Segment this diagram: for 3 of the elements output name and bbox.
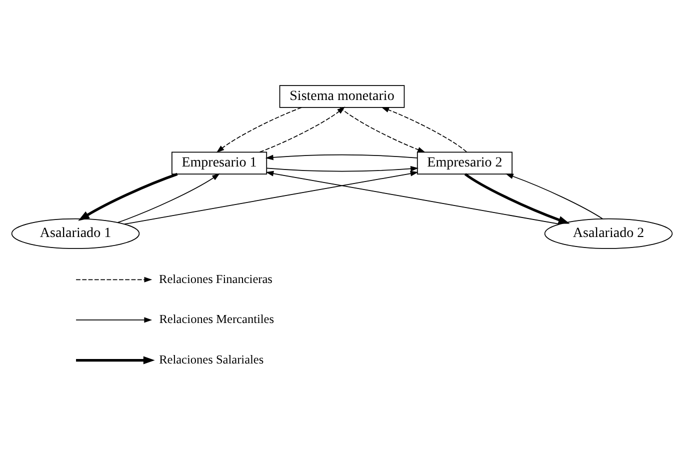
legend-label: Relaciones Salariales <box>159 352 264 366</box>
legend-label: Relaciones Mercantiles <box>159 312 274 326</box>
legend-label: Relaciones Financieras <box>159 271 272 286</box>
